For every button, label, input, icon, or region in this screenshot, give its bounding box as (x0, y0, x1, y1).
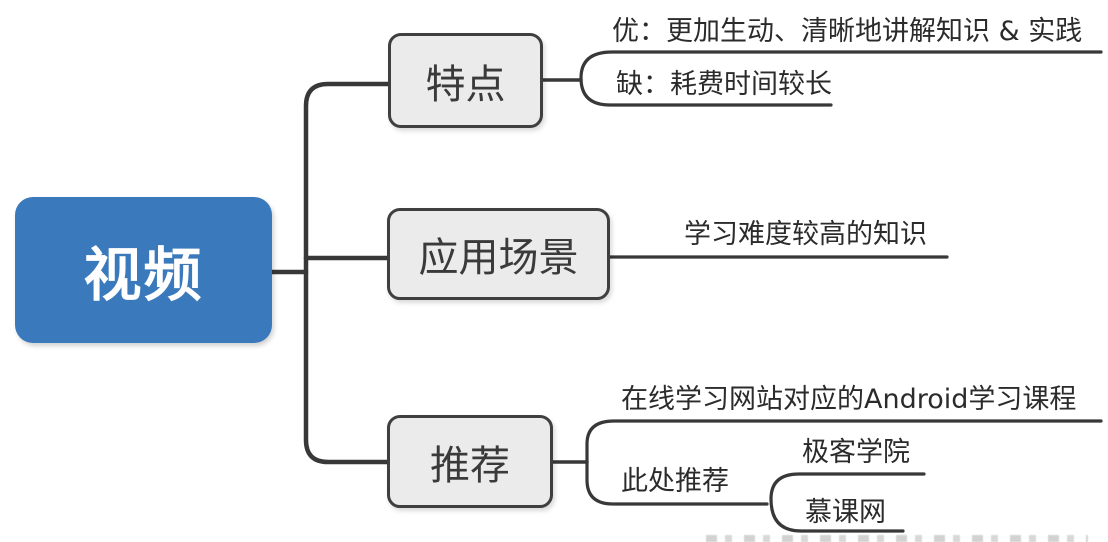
node-root-video[interactable]: 视频 (15, 197, 272, 343)
node-features-label: 特点 (425, 61, 506, 108)
leaf-online-courses[interactable]: 在线学习网站对应的Android学习课程 (621, 384, 1077, 415)
node-application-scenarios-label: 应用场景 (418, 235, 579, 281)
node-features[interactable]: 特点 (388, 33, 543, 128)
node-root-label: 视频 (83, 241, 204, 309)
node-recommendations[interactable]: 推荐 (387, 415, 553, 508)
connector-fork-online-here (585, 419, 1103, 506)
leaf-recommended-here[interactable]: 此处推荐 (621, 466, 729, 497)
leaf-cons[interactable]: 缺：耗费时间较长 (616, 69, 832, 100)
connector-fork-pro-con (579, 50, 1103, 107)
watermark-fragment (706, 535, 1088, 542)
node-recommendations-label: 推荐 (430, 442, 510, 489)
connector-fork-jike-muke (769, 472, 926, 533)
node-application-scenarios[interactable]: 应用场景 (387, 208, 610, 300)
leaf-difficult-knowledge[interactable]: 学习难度较高的知识 (684, 219, 927, 250)
leaf-mukewang[interactable]: 慕课网 (805, 497, 886, 528)
leaf-jikexueyuan[interactable]: 极客学院 (802, 437, 910, 468)
connector-trunk (303, 81, 391, 465)
leaf-pros[interactable]: 优：更加生动、清晰地讲解知识 & 实践 (612, 16, 1083, 47)
